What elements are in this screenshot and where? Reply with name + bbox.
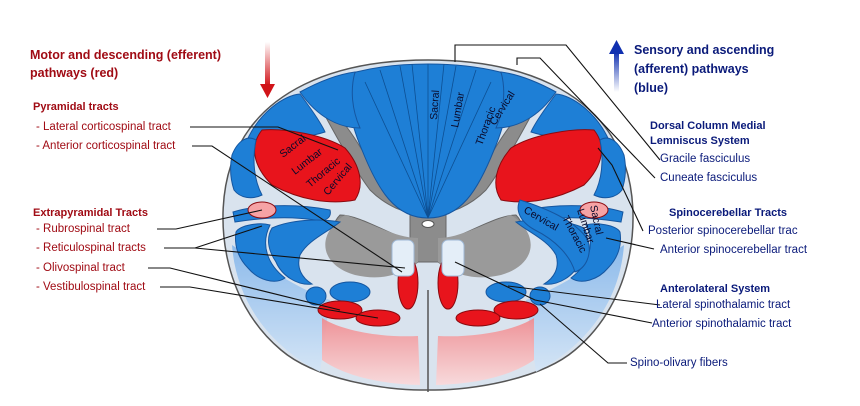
sensory-title-line1: Sensory and ascending bbox=[634, 43, 775, 57]
dorsal-column-heading-line2: Lemniscus System bbox=[650, 135, 750, 147]
lateral-blue-column-left bbox=[230, 137, 263, 199]
central-canal bbox=[421, 220, 435, 228]
spinothalamic-band-left bbox=[268, 219, 342, 285]
spino-olivary-left bbox=[305, 286, 327, 306]
ventral-faded-red-left bbox=[322, 318, 420, 385]
cuneate-fasciculus-label: Cuneate fasciculus bbox=[660, 172, 758, 184]
spino-olivary-label: Spino-olivary fibers bbox=[630, 357, 728, 369]
dorsal-column-heading-line1: Dorsal Column Medial bbox=[650, 120, 766, 132]
anterior-corticospinal-right bbox=[441, 239, 465, 277]
anterior-spinocerebellar-label: Anterior spinocerebellar tract bbox=[660, 244, 808, 256]
dorsal-column-segment-lines bbox=[364, 63, 492, 219]
gracile-fasciculus-label: Gracile fasciculus bbox=[660, 153, 751, 165]
lateral-corticospinal-tract-left bbox=[254, 129, 361, 203]
anterior-corticospinal-label: - Anterior corticospinal tract bbox=[36, 140, 176, 152]
leader-lines bbox=[148, 44, 661, 364]
rubrospinal-tract-right bbox=[579, 201, 609, 219]
ventral-faded-blue-right bbox=[526, 245, 624, 372]
lateral-corticospinal-label: - Lateral corticospinal tract bbox=[36, 121, 171, 133]
motor-title-line1: Motor and descending (efferent) bbox=[30, 48, 221, 62]
spinocerebellar-heading: Spinocerebellar Tracts bbox=[669, 207, 787, 219]
lateral-corticospinal-tract-right bbox=[495, 129, 602, 203]
reticulospinal-label: - Reticulospinal tracts bbox=[36, 242, 146, 254]
ascending-arrow-icon bbox=[609, 40, 624, 92]
ventral-faded-blue-left bbox=[232, 245, 330, 372]
vestibulospinal-label: - Vestibulospinal tract bbox=[36, 281, 146, 293]
descending-arrow-icon bbox=[260, 42, 275, 98]
dorsal-outer-band-right bbox=[495, 71, 557, 129]
ventral-faded-red-right bbox=[436, 318, 534, 385]
lateral-spinothalamic-label: Lateral spinothalamic tract bbox=[656, 299, 791, 311]
sensory-title-line2: (afferent) pathways bbox=[634, 62, 749, 76]
lateral-spinothalamic-right bbox=[485, 281, 527, 303]
anterior-spinocerebellar-left bbox=[235, 223, 286, 282]
motor-title-line2: pathways (red) bbox=[30, 66, 119, 80]
extrapyramidal-heading: Extrapyramidal Tracts bbox=[33, 207, 148, 219]
anterior-spinothalamic-label: Anterior spinothalamic tract bbox=[652, 318, 792, 330]
vestibulospinal-tract-right bbox=[455, 309, 501, 327]
anterolateral-heading: Anterolateral System bbox=[660, 283, 771, 295]
dorsal-segment-sacral: Sacral bbox=[428, 90, 442, 121]
posterior-spinocerebellar-label: Posterior spinocerebellar trac bbox=[648, 225, 798, 237]
olivospinal-label: - Olivospinal tract bbox=[36, 262, 125, 274]
anterior-corticospinal-left bbox=[391, 239, 415, 277]
dorsal-outer-band-left bbox=[299, 71, 361, 129]
spinothalamic-inner-right bbox=[517, 199, 590, 273]
lateral-spinothalamic-left bbox=[329, 281, 371, 303]
sensory-title-line3: (blue) bbox=[634, 81, 669, 95]
pyramidal-heading: Pyramidal tracts bbox=[33, 101, 119, 113]
olivospinal-tract-right bbox=[493, 300, 539, 320]
rubrospinal-label: - Rubrospinal tract bbox=[36, 223, 130, 235]
